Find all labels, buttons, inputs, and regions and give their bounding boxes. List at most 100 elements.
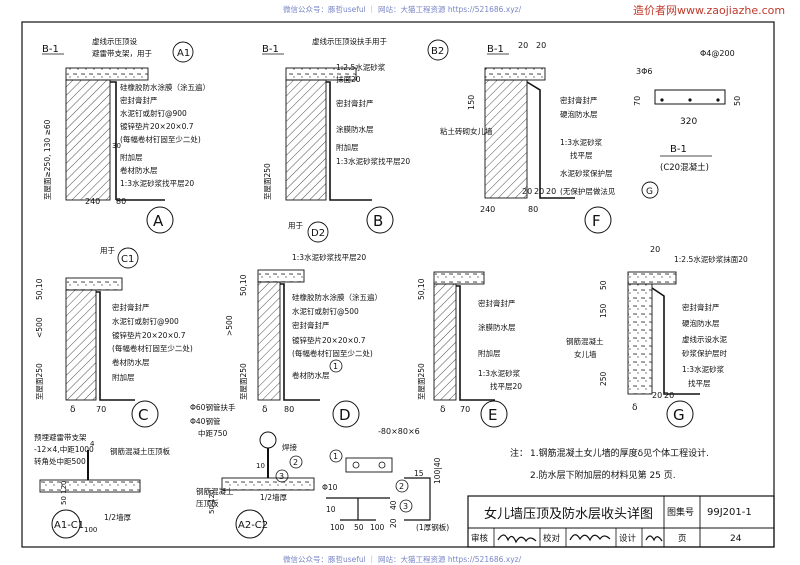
watermark-top: 微信公众号：豚哲useful ｜ 网站：大猫工程资源 https://52168…	[283, 4, 522, 14]
c-used-for: 用于	[100, 246, 115, 255]
watermark-bottom: 微信公众号：豚哲useful ｜ 网站：大猫工程资源 https://52168…	[283, 554, 522, 564]
a2c2-label-1: Φ40钢管	[190, 416, 221, 426]
a2c2-label-7: 2	[293, 458, 298, 467]
detail-e: 密封膏封严 涂膜防水层 附加层 1:3水泥砂浆 找平层20 50,10 至屋面2…	[417, 271, 522, 428]
b1-label-1: Φ4@200	[700, 49, 735, 58]
g-dim-250: 250	[599, 371, 608, 386]
d-label-2: 水泥钉或射钉@500	[292, 306, 359, 316]
detail-f: B-1 密封膏封严 硬泡防水层 粘土砖砌女儿墙 1:3水泥砂浆 找平层 水泥砂浆…	[440, 41, 659, 234]
a2c2-dim-50-120: 50 120	[208, 490, 216, 515]
a1c1-label-1: -12×4,中距1000	[34, 444, 94, 454]
detail-d: D2 用于 1:3水泥砂浆找平层20 硅橡胶防水涂膜（涂五遍） 水泥钉或射钉@5…	[225, 221, 382, 428]
a2c2-label-2: 中距750	[198, 428, 228, 438]
detail-g-letter: G	[673, 406, 685, 424]
g-label-0: 1:2.5水泥砂浆抹面20	[674, 254, 748, 264]
steel-dim-100-40: 100|40	[433, 457, 442, 484]
atlas-number: 99J201-1	[707, 507, 752, 518]
d-dim-80: 80	[284, 405, 294, 414]
b-label-2: 抹面20	[336, 74, 361, 84]
page-label: 页	[678, 534, 687, 544]
b-label-5: 附加层	[336, 142, 359, 152]
b-label-3: 密封膏封严	[336, 98, 374, 108]
d-label-0: 1:3水泥砂浆找平层20	[292, 252, 366, 262]
b1-ref: B-1	[670, 144, 687, 155]
note-1: 1.钢筋混凝土女儿墙的厚度δ见个体工程设计.	[530, 447, 709, 459]
c-label-4: 卷材防水层	[112, 357, 150, 367]
steel-dim-15: 15	[414, 469, 424, 478]
steel-dim-10: 10	[326, 505, 336, 514]
c-dim-delta: δ	[70, 405, 76, 415]
a-dim-30: 30	[112, 142, 121, 150]
c-label-3: (每幅卷材钉固至少二处)	[112, 343, 193, 353]
c-label-5: 附加层	[112, 372, 135, 382]
detail-a1c1-letter: A1-C1	[54, 520, 84, 531]
a2c2-label-6: 1/2墙厚	[260, 492, 288, 502]
detail-d-letter: D	[339, 406, 351, 424]
steel-dim-40: 40	[389, 500, 398, 510]
a2c2-label-5: 压顶板	[196, 498, 219, 508]
a-label-6: (每幅卷材钉固至少二处)	[120, 134, 201, 144]
detail-b: B-1 B2 虚线示压顶设扶手用于 1:2.5水泥砂浆 抹面20 密封膏封严 涂…	[262, 36, 449, 234]
title-block: 女儿墙压顶及防水层收头详图 图集号 99J201-1 审核 校对 设计 页 24	[467, 495, 775, 548]
a2c2-label-4: 钢筋混凝土	[196, 486, 234, 496]
e-label-1: 涂膜防水层	[478, 322, 516, 332]
d-label-7: 1	[333, 362, 338, 371]
notes-prefix: 注：	[510, 447, 528, 459]
e-label-3: 1:3水泥砂浆	[478, 368, 521, 378]
notes: 注： 1.钢筋混凝土女儿墙的厚度δ见个体工程设计. 2.防水层下附加层的材料见第…	[510, 447, 709, 481]
detail-b-callout: B2	[431, 46, 444, 57]
d-label-6: 卷材防水层	[292, 370, 330, 380]
g-dim-20c: 20	[664, 391, 674, 400]
a-dim-240: 240	[85, 197, 100, 206]
design-label: 设计	[619, 533, 637, 544]
g-label-1: 密封膏封严	[682, 302, 720, 312]
c-dim-70: 70	[96, 405, 106, 414]
detail-b-ref: B-1	[262, 44, 279, 55]
b-label-6: 1:3水泥砂浆找平层20	[336, 156, 410, 166]
a-label-4: 水泥钉或射钉@900	[120, 108, 187, 118]
check-signature	[569, 534, 611, 542]
detail-d-callout: D2	[311, 228, 325, 239]
f-dim-80: 80	[528, 205, 538, 214]
c-dim-50-10: 50,10	[35, 278, 44, 300]
detail-c-callout: C1	[121, 254, 134, 265]
f-label-2: 粘土砖砌女儿墙	[440, 126, 493, 136]
f-label-1: 硬泡防水层	[560, 109, 598, 119]
f-label-5: 水泥砂浆保护层	[560, 168, 613, 178]
detail-steel-plate: -80×80×6 1 2 3 (1厚钢板) Φ10 10 100 50 100 …	[322, 427, 449, 532]
c-label-2: 镀锌垫片20×20×0.7	[112, 330, 186, 340]
detail-g: 1:2.5水泥砂浆抹面20 密封膏封严 硬泡防水层 虚线示设水泥 砂浆保护层时 …	[566, 245, 748, 428]
a-label-9: 1:3水泥砂浆找平层20	[120, 178, 194, 188]
check-label: 校对	[543, 533, 561, 544]
a-dim-vertical: 至屋面≥250, 130 ≥60	[43, 119, 52, 200]
e-dim-250: 至屋面250	[417, 363, 426, 400]
f-label-6: (无保护层做法见	[560, 186, 616, 196]
detail-a1-c1: 预埋避雷带支架 -12×4,中距1000 转角处中距500 钢筋混凝土压顶板 1…	[34, 432, 170, 539]
d-label-1: 硅橡胶防水涂膜（涂五遍）	[292, 292, 382, 302]
f-label-4: 找平层	[570, 150, 593, 160]
a-label-5: 镀锌垫片20×20×0.7	[120, 121, 194, 131]
b1-dim-320: 320	[680, 117, 697, 127]
atlas-label: 图集号	[667, 506, 694, 518]
d-label-4: 镀锌垫片20×20×0.7	[292, 335, 366, 345]
b1-dim-70: 70	[633, 96, 642, 106]
e-label-2: 附加层	[478, 348, 501, 358]
a1c1-label-2: 转角处中距500	[34, 456, 86, 466]
f-dim-240: 240	[480, 205, 495, 214]
detail-a-ref: B-1	[42, 44, 59, 55]
g-dim-20b: 20	[652, 391, 662, 400]
detail-c-letter: C	[138, 406, 148, 424]
a-label-8: 卷材防水层	[120, 165, 158, 175]
e-label-0: 密封膏封严	[478, 298, 516, 308]
steel-dim-100a: 100	[330, 523, 345, 532]
watermark-brand: 造价者网www.zaojiazhe.com	[633, 3, 785, 17]
f-dim-20d: 20	[534, 187, 544, 196]
a2c2-label-3: 焊接	[282, 442, 297, 452]
detail-f-letter: F	[592, 212, 601, 230]
d-used-for: 用于	[288, 221, 303, 230]
d-label-3: 密封膏封严	[292, 320, 330, 330]
review-signature	[497, 534, 537, 544]
a-label-1: 避雷带支架，用于	[92, 48, 152, 58]
g-dim-delta: δ	[632, 403, 638, 413]
